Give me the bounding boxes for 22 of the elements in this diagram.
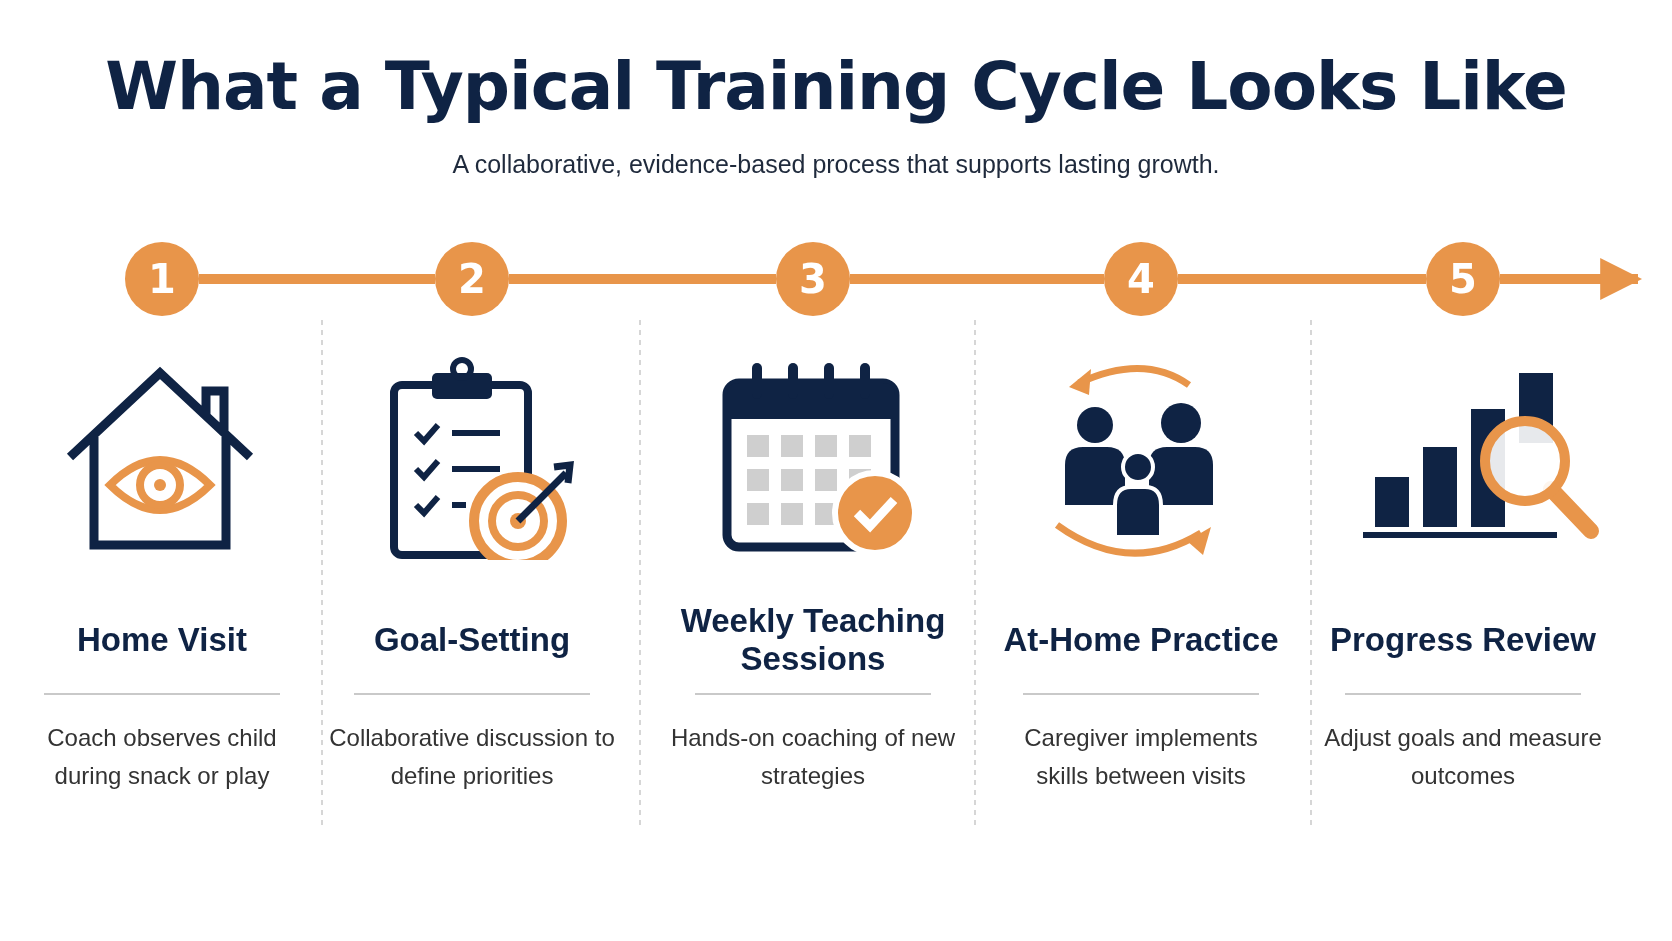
step-heading: Home Visit bbox=[76, 620, 248, 660]
step-heading: At-Home Practice bbox=[1002, 620, 1280, 660]
step-heading: Goal-Setting bbox=[372, 620, 572, 660]
step-description: Caregiver implements skills between visits bbox=[1023, 723, 1259, 791]
step-number-circle: 4 bbox=[1104, 242, 1178, 316]
subtitle: A collaborative, evidence-based process that supports lasting growth. bbox=[451, 150, 1221, 179]
step-number-circle: 3 bbox=[776, 242, 850, 316]
step-heading: Weekly Teaching Sessions bbox=[679, 601, 947, 679]
step-description: Coach observes child during snack or play bbox=[46, 723, 278, 791]
connector-line bbox=[1178, 274, 1426, 284]
step-number-circle: 5 bbox=[1426, 242, 1500, 316]
title: What a Typical Training Cycle Looks Like bbox=[104, 48, 1568, 125]
connector-line bbox=[509, 274, 776, 284]
connector-line bbox=[199, 274, 435, 284]
step-description: Collaborative discussion to define priorities bbox=[328, 723, 616, 791]
step-number-circle: 2 bbox=[435, 242, 509, 316]
step-description: Adjust goals and measure outcomes bbox=[1323, 723, 1603, 791]
step-heading: Progress Review bbox=[1329, 620, 1597, 660]
connector-line bbox=[850, 274, 1104, 284]
step-description: Hands-on coaching of new strategies bbox=[669, 723, 957, 791]
arrow bbox=[1500, 258, 1643, 300]
step-number-circle: 1 bbox=[125, 242, 199, 316]
